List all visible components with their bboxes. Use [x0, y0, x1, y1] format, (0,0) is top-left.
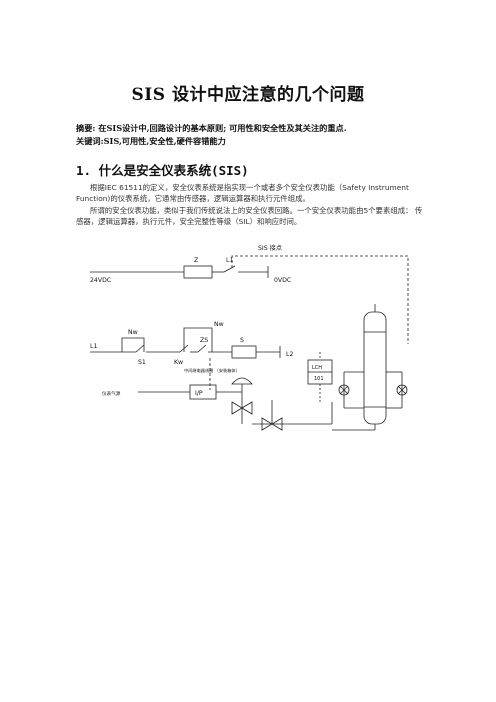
label-l2: L2 [286, 351, 293, 358]
switch-zs [197, 344, 207, 353]
control-valve-lower [261, 417, 283, 431]
valve-actuator [231, 377, 253, 385]
nw-bracket-right [183, 327, 213, 352]
label-kw: Kw [174, 359, 183, 366]
section-body: 根据IEC 61511的定义，安全仪表系统是指实现一个或者多个安全仪表功能（Sa… [76, 182, 426, 227]
sis-loop-diagram: SIS 接点 24VDC 0VDC Z L1 L1 L2 Nw Nw ZS S … [90, 244, 409, 431]
sis-contact-switch [223, 265, 236, 273]
label-nw-left: Nw [128, 329, 138, 336]
switch-s1 [135, 344, 145, 353]
section-heading: 1. 什么是安全仪表系统(SIS) [76, 163, 249, 178]
label-l1-left: L1 [90, 343, 97, 350]
solenoid-s [231, 345, 257, 359]
keywords-line: 关键词:SIS,可用性,安全性,硬件容错能力 [76, 135, 347, 148]
label-sis-contact: SIS 接点 [258, 244, 282, 252]
label-zs: ZS [200, 337, 208, 344]
abstract-line: 摘要: 在SIS设计中,回路设计的基本原则; 可用性和安全性及其关注的重点. [76, 122, 347, 135]
label-0vdc: 0VDC [274, 277, 291, 284]
label-lch: LCH [312, 365, 322, 371]
label-24vdc: 24VDC [90, 277, 111, 284]
label-s: S [240, 337, 244, 344]
keywords-label: 关键词: [76, 136, 104, 146]
abstract-text: 在SIS设计中,回路设计的基本原则; 可用性和安全性及其关注的重点. [98, 123, 347, 133]
label-lch-num: 101 [314, 376, 324, 382]
control-valve-upper [231, 401, 253, 415]
nw-bracket-left [121, 337, 145, 352]
paragraph-1: 根据IEC 61511的定义，安全仪表系统是指实现一个或者多个安全仪表功能（Sa… [76, 183, 409, 204]
page-title: SIS 设计中应注意的几个问题 [131, 85, 365, 105]
label-l1-top: L1 [226, 257, 233, 264]
sis-dashed-link [231, 255, 409, 344]
label-z: Z [194, 257, 198, 264]
paragraph-2: 所谓的安全仪表功能，类似于我们传统说法上的安全仪表回路。一个安全仪表功能由5个要… [76, 205, 423, 226]
label-relay-note: 中间继电器线圈 （安装箱体） [184, 367, 240, 374]
label-ip: I/P [195, 390, 203, 397]
label-s1: S1 [138, 359, 146, 366]
ip-box [189, 384, 217, 400]
abstract-block: 摘要: 在SIS设计中,回路设计的基本原则; 可用性和安全性及其关注的重点. 关… [76, 122, 347, 148]
label-air: 仪表气源 [102, 390, 121, 397]
level-switch-left [338, 384, 350, 396]
keywords-text: SIS,可用性,安全性,硬件容错能力 [103, 136, 226, 146]
label-nw-right: Nw [214, 321, 224, 328]
level-switch-right [396, 384, 408, 396]
abstract-label: 摘要: [76, 123, 96, 133]
relay-coil-z [183, 265, 213, 279]
